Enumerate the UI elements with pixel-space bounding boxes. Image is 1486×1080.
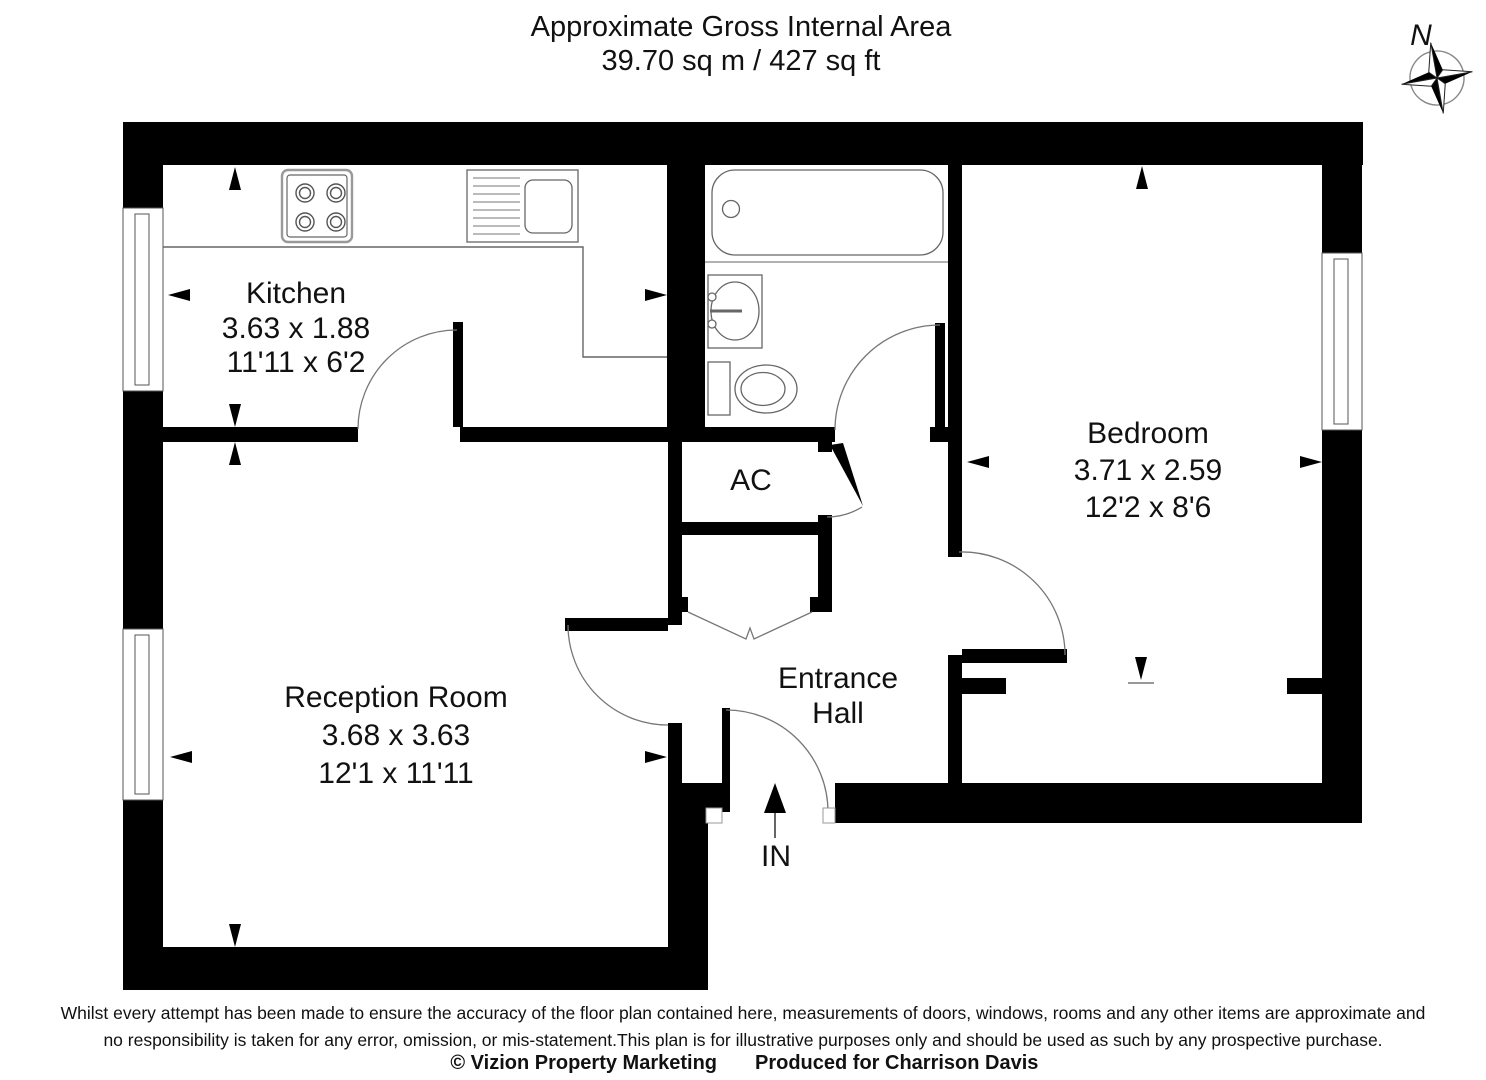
room-labels: Kitchen 3.63 x 1.88 11'11 x 6'2 Receptio… <box>222 277 1222 873</box>
bathtub-icon <box>705 169 948 263</box>
in-label: IN <box>761 840 791 873</box>
wall-segment <box>163 427 358 442</box>
ac-label: AC <box>730 464 772 497</box>
windows <box>122 207 1363 801</box>
doors <box>453 322 1067 812</box>
wall-segment <box>667 165 705 442</box>
basin-icon <box>707 274 763 349</box>
wall-segment <box>835 783 1362 823</box>
bathroom-fixtures <box>705 169 948 416</box>
disclaimer-line2: no responsibility is taken for any error… <box>103 1030 1382 1050</box>
door-arcs <box>357 324 1066 813</box>
ac-door-leaf <box>830 443 863 506</box>
hob-icon <box>280 168 354 244</box>
produced-for-text: Produced for Charrison Davis <box>755 1052 1038 1074</box>
kitchen-arrow-right-icon <box>645 289 667 301</box>
wall-segment <box>123 947 708 990</box>
bedroom-arrow-down-icon <box>1135 657 1147 680</box>
bathroom-door-leaf <box>935 323 945 427</box>
reception-arrow-down-icon <box>229 924 241 947</box>
kitchen-window <box>122 207 164 392</box>
reception-window <box>122 628 164 801</box>
title-line2: 39.70 sq m / 427 sq ft <box>602 45 881 77</box>
kitchen-arrow-up-icon <box>229 167 241 190</box>
kitchen-door-arc <box>357 329 458 430</box>
wall-segment <box>668 442 682 625</box>
wall-segment <box>1287 678 1322 694</box>
bedroom-arrow-up-icon <box>1136 166 1148 189</box>
front-door-arc <box>725 709 829 813</box>
reception-arrow-left-icon <box>170 751 192 763</box>
compass-icon: N <box>1401 19 1473 114</box>
kitchen-sink-icon <box>466 169 579 243</box>
wall-segment <box>1322 122 1362 823</box>
kitchen-counter-line <box>163 246 667 358</box>
wall-segment <box>948 655 962 783</box>
reception-arrow-right-icon <box>645 751 667 763</box>
wall-segment <box>668 597 688 612</box>
entrance-hall-label-line1: Entrance <box>778 662 898 695</box>
bedroom-arrow-right-icon <box>1300 456 1322 468</box>
bedroom-door-leaf <box>962 649 1067 663</box>
wall-segment <box>818 442 832 452</box>
bedroom-arrow-left-icon <box>967 456 989 468</box>
footer: Whilst every attempt has been made to en… <box>61 1003 1426 1074</box>
copyright-text: © Vizion Property Marketing <box>450 1052 717 1074</box>
wall-segment <box>123 122 1363 165</box>
wall-segment <box>948 165 962 557</box>
wall-segment <box>818 515 832 608</box>
wall-segment <box>668 783 722 808</box>
entrance-hall-label-line2: Hall <box>812 697 864 730</box>
disclaimer-line1: Whilst every attempt has been made to en… <box>61 1003 1426 1023</box>
kitchen-arrow-down-icon <box>229 404 241 427</box>
wall-segment <box>668 808 708 947</box>
kitchen-door-leaf <box>453 322 463 427</box>
measurement-arrows <box>168 166 1322 947</box>
cupboard-bifold-doors <box>687 611 813 640</box>
kitchen-size-metric: 3.63 x 1.88 <box>222 312 370 345</box>
entrance-in-arrow-icon <box>764 783 786 838</box>
reception-arrow-up-icon <box>229 442 241 465</box>
bedroom-size-metric: 3.71 x 2.59 <box>1074 454 1222 487</box>
title-line1: Approximate Gross Internal Area <box>531 11 953 43</box>
reception-door-leaf <box>565 618 668 631</box>
reception-door-arc <box>567 624 669 726</box>
reception-size-imperial: 12'1 x 11'11 <box>318 757 473 790</box>
kitchen-size-imperial: 11'11 x 6'2 <box>227 346 366 379</box>
bedroom-size-imperial: 12'2 x 8'6 <box>1085 491 1212 524</box>
ac-door-arc <box>826 506 863 518</box>
walls <box>123 122 1363 990</box>
front-door-thresholds <box>705 807 836 824</box>
wall-segment <box>668 723 682 783</box>
bathroom-door-arc <box>834 324 941 431</box>
kitchen-fixtures <box>163 168 667 358</box>
reception-size-metric: 3.68 x 3.63 <box>322 719 470 752</box>
wall-segment <box>810 597 832 612</box>
wall-segment <box>682 522 832 535</box>
compass-north-label: N <box>1410 19 1432 52</box>
toilet-icon <box>707 361 798 416</box>
kitchen-label: Kitchen <box>246 277 346 310</box>
kitchen-arrow-left-icon <box>168 289 190 301</box>
front-door-leaf <box>722 708 730 812</box>
bedroom-door-arc <box>958 551 1066 656</box>
bedroom-label: Bedroom <box>1087 417 1209 450</box>
reception-label: Reception Room <box>284 681 507 714</box>
wall-segment <box>962 678 1006 694</box>
bedroom-window <box>1321 252 1363 431</box>
wall-segment <box>460 427 835 442</box>
